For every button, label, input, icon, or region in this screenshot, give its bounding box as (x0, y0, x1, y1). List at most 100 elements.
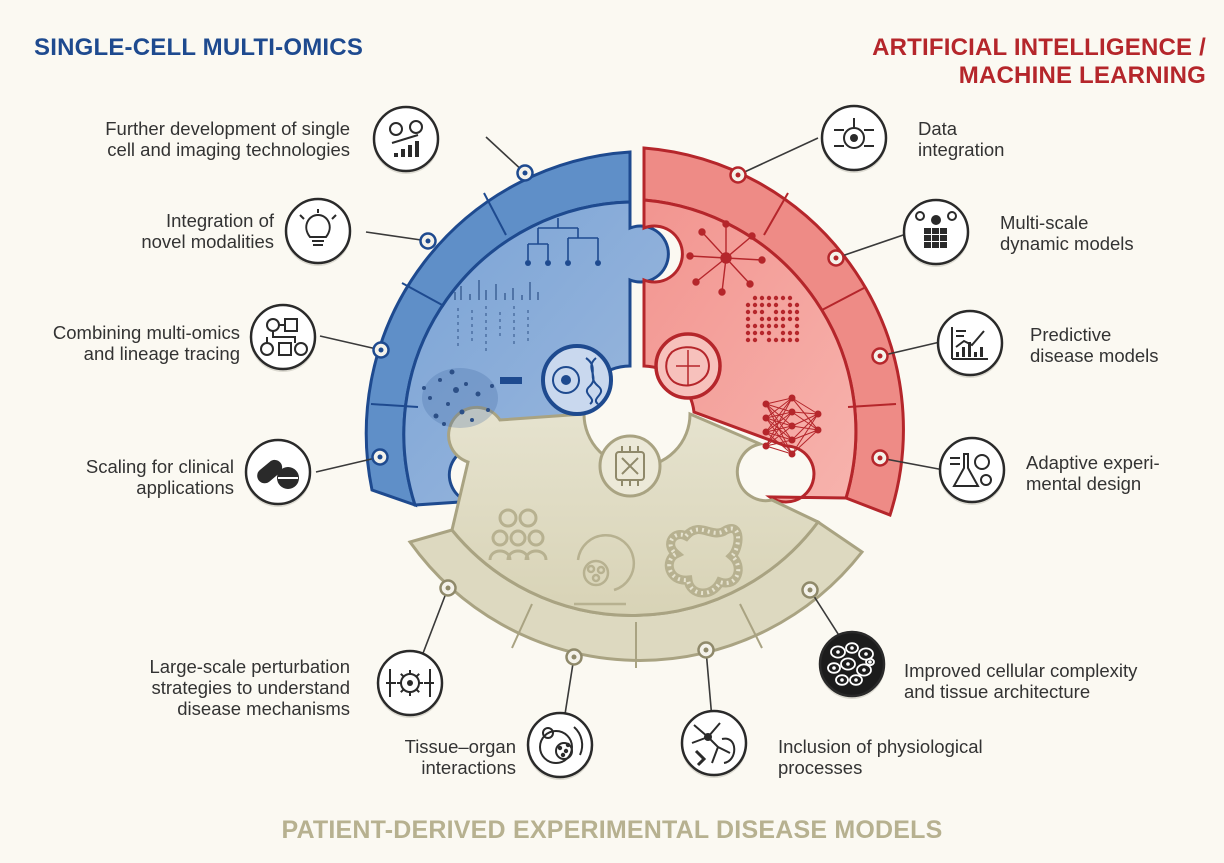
matrix-dot (745, 309, 751, 315)
lightbulb-icon (284, 197, 352, 266)
connector-dot-center (378, 347, 384, 353)
nn-node (762, 428, 770, 436)
matrix-dot (759, 330, 765, 336)
label-line: Large-scale perturbation (149, 656, 350, 677)
label-line: cell and imaging technologies (107, 139, 350, 160)
single-cell-heading: SINGLE-CELL MULTI-OMICS (34, 34, 364, 61)
label-line: mental design (1026, 473, 1142, 494)
matrix-dot (794, 302, 800, 308)
label-physiological: Inclusion of physiological processes (778, 736, 983, 778)
matrix-dot (752, 337, 758, 343)
nn-edge (791, 411, 819, 415)
label-predictive-models: Predictive disease models (1030, 324, 1159, 366)
matrix-dot (766, 316, 772, 322)
matrix-dot (794, 309, 800, 315)
connector-line (879, 341, 941, 357)
organoid-cycle-icon (574, 534, 636, 606)
patient-models-inner-area (447, 405, 821, 617)
label-line: Multi-scale (1000, 212, 1089, 233)
people-group-icon (488, 508, 548, 561)
connector-dot-center (703, 647, 709, 653)
matrix-dot (745, 337, 751, 343)
matrix-dot (759, 309, 765, 315)
matrix-dot (787, 302, 793, 308)
matrix-dot (759, 316, 765, 322)
label-clinical-scaling: Scaling for clinical applications (86, 456, 234, 498)
matrix-dot (794, 330, 800, 336)
connector-line (737, 137, 819, 176)
label-line: processes (778, 757, 863, 778)
label-novel-modalities: Integration of novel modalities (141, 210, 274, 252)
matrix-dot (752, 302, 758, 308)
ai-ml-inner-area (642, 198, 858, 504)
chip-icon (598, 434, 662, 498)
nn-node (788, 408, 796, 416)
nn-edge (791, 411, 819, 431)
matrix-dot (745, 330, 751, 336)
dot-matrix-graphic (745, 295, 800, 343)
label-line: Predictive (1030, 324, 1112, 345)
matrix-dot (766, 330, 772, 336)
matrix-dot (759, 323, 765, 329)
nn-node (788, 422, 796, 430)
matrix-dot (773, 295, 779, 301)
matrix-dot (773, 316, 779, 322)
nn-edge (765, 439, 793, 447)
data-integration-icon (820, 104, 888, 173)
matrix-dot (773, 323, 779, 329)
perturbation-gear-icon (376, 649, 444, 718)
single-cell-band-dividers (370, 192, 507, 408)
nn-edge (765, 397, 793, 419)
matrix-dot (787, 316, 793, 322)
spectra-barcode-graphic (454, 280, 539, 352)
tech-development-icon (372, 105, 440, 174)
nn-node (788, 450, 796, 458)
label-line: Integration of (166, 210, 274, 231)
label-tissue-organ: Tissue–organ interactions (405, 736, 516, 778)
label-cellular-complexity: Improved cellular complexity and tissue … (904, 660, 1137, 702)
patient-models-sector (407, 405, 865, 668)
ai-ml-heading-line2: MACHINE LEARNING (958, 62, 1206, 89)
nn-edge (791, 413, 819, 455)
nn-edge (791, 425, 819, 431)
connector-line (365, 231, 429, 242)
connector-dot-center (445, 585, 451, 591)
nn-edge (791, 429, 819, 441)
ai-ml-band-dividers (763, 192, 897, 408)
label-line: disease mechanisms (177, 698, 350, 719)
organoid-icon (526, 711, 594, 780)
label-line: Improved cellular complexity (904, 660, 1138, 681)
cell-cluster-graphic (422, 368, 522, 428)
label-adaptive-design: Adaptive experi- mental design (1026, 452, 1160, 494)
intestinal-organoid-icon (664, 524, 743, 598)
nn-edge (765, 397, 793, 447)
matrix-dot (780, 295, 786, 301)
matrix-dot (780, 330, 786, 336)
matrix-dot (759, 302, 765, 308)
label-line: integration (918, 139, 1005, 160)
matrix-dot (780, 316, 786, 322)
matrix-dot (787, 330, 793, 336)
nn-edge (765, 411, 793, 447)
matrix-dot (773, 309, 779, 315)
connector-dot-center (522, 170, 528, 176)
label-line: Combining multi-omics (52, 322, 240, 343)
flask-gear-icon (938, 436, 1006, 505)
ai-ml-heading: ARTIFICIAL INTELLIGENCE / MACHINE LEARNI… (872, 34, 1206, 90)
matrix-dot (766, 323, 772, 329)
matrix-dot (745, 323, 751, 329)
connector-dot-center (877, 455, 883, 461)
label-line: and tissue architecture (904, 681, 1091, 702)
label-line: Further development of single (105, 118, 350, 139)
connector-dot-center (735, 172, 741, 178)
dendrogram-icon (525, 218, 601, 266)
label-multiomics-lineage: Combining multi-omics and lineage tracin… (53, 322, 240, 364)
label-data-integration: Data integration (918, 118, 1004, 160)
label-line: Inclusion of physiological (778, 736, 983, 757)
nn-node (814, 426, 822, 434)
connector-dot-center (377, 454, 383, 460)
nn-node (762, 414, 770, 422)
tissue-cells-icon (818, 630, 886, 699)
nn-node (762, 442, 770, 450)
